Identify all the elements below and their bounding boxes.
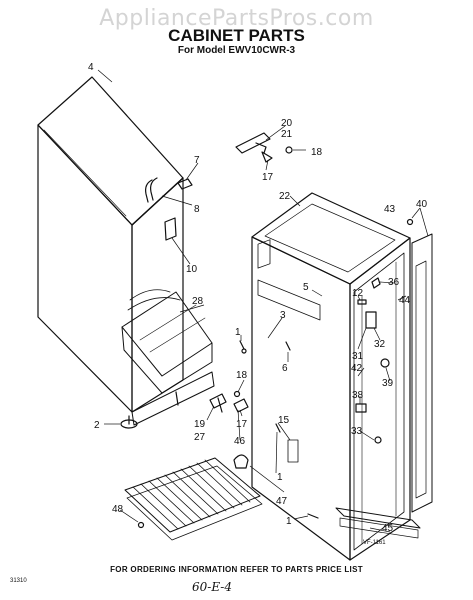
- watermark: AppliancePartsPros.com: [99, 6, 374, 31]
- callout-31: 31: [352, 351, 364, 362]
- hinge-17: [233, 398, 249, 413]
- cabinet-shell: [37, 76, 215, 426]
- callout-21: 21: [281, 129, 293, 140]
- callout-22: 22: [279, 191, 291, 202]
- callout-1-bottom: 1: [286, 516, 292, 527]
- callout-18-top: 18: [311, 147, 323, 158]
- callout-8: 8: [194, 204, 200, 215]
- callout-7: 7: [194, 155, 200, 166]
- callout-17-left: 17: [236, 419, 248, 430]
- page-subtitle: For Model EWV10CWR-3: [177, 45, 296, 56]
- callout-19: 19: [194, 419, 206, 430]
- bracket-10: [164, 217, 177, 241]
- callout-45: 45: [382, 523, 394, 534]
- callout-28: 28: [192, 296, 204, 307]
- diagram-code: VF-1161: [363, 540, 386, 546]
- door-frame: [335, 233, 433, 539]
- tube-8: [145, 177, 158, 203]
- callout-44: 44: [399, 295, 411, 306]
- callout-46: 46: [234, 436, 246, 447]
- callout-12: 12: [352, 288, 364, 299]
- screw-1-left: [239, 340, 247, 354]
- page-title: CABINET PARTS: [168, 26, 305, 45]
- callout-42: 42: [351, 363, 363, 374]
- hinge-19-27: [209, 390, 241, 413]
- callout-17-top: 17: [262, 172, 274, 183]
- bracket-6: [285, 341, 291, 351]
- callout-labels: 4 7 8 10 28 1 18 19 27 17 46 2 48 20 21 …: [88, 62, 428, 534]
- callout-36: 36: [388, 277, 400, 288]
- wire-shelf: [124, 457, 263, 541]
- callout-10: 10: [186, 264, 198, 275]
- handwritten-note: 60-E-4: [192, 580, 232, 594]
- callout-5: 5: [303, 282, 309, 293]
- screw-1-bottom: [307, 513, 319, 519]
- callout-40: 40: [416, 199, 428, 210]
- clip-12: [357, 299, 367, 305]
- ordering-note: FOR ORDERING INFORMATION REFER TO PARTS …: [110, 565, 363, 574]
- bracket-7: [177, 178, 193, 190]
- callout-43: 43: [384, 204, 396, 215]
- callout-39: 39: [382, 378, 394, 389]
- spacer-36: [371, 277, 381, 289]
- callout-32: 32: [374, 339, 386, 350]
- cap-47: [233, 454, 249, 469]
- callout-15: 15: [278, 415, 290, 426]
- bulb-33: [374, 436, 382, 444]
- knob-39: [380, 358, 390, 368]
- leveler-2: [120, 415, 138, 429]
- callout-38: 38: [352, 390, 364, 401]
- leader-lines: [97, 69, 429, 533]
- screw-1-mid: [275, 423, 281, 433]
- callout-2: 2: [94, 420, 100, 431]
- callout-1-left: 1: [235, 327, 241, 338]
- page-code: 31310: [10, 578, 27, 584]
- callout-48: 48: [112, 504, 124, 515]
- callout-33: 33: [351, 426, 363, 437]
- screw-48: [137, 521, 145, 529]
- top-hinge: [235, 132, 293, 163]
- callout-1-mid: 1: [277, 472, 283, 483]
- thermostat-32: [365, 311, 377, 329]
- callout-18-left: 18: [236, 370, 248, 381]
- switch-38: [355, 403, 367, 413]
- callout-4: 4: [88, 62, 94, 73]
- cap-43: [406, 218, 414, 226]
- callout-3: 3: [280, 310, 286, 321]
- callout-6: 6: [282, 363, 288, 374]
- callout-27: 27: [194, 432, 206, 443]
- callout-20: 20: [281, 118, 293, 129]
- callout-47: 47: [276, 496, 288, 507]
